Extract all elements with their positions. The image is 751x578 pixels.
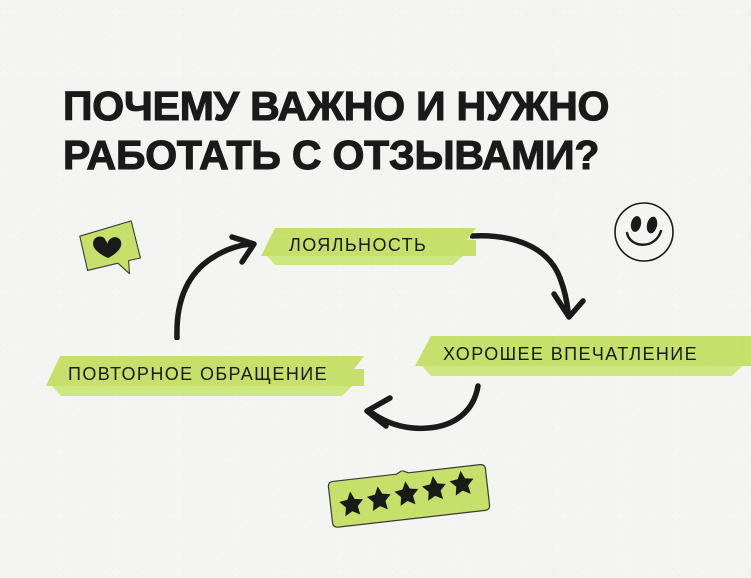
cycle-step-impression[interactable]: ХОРОШЕЕ ВПЕЧАТЛЕНИЕ	[415, 336, 751, 382]
curved-arrow-up-right-icon	[168, 232, 273, 341]
page-title-line-1: ПОЧЕМУ ВАЖНО И НУЖНО	[62, 82, 610, 129]
banner-under-strip	[52, 386, 352, 396]
five-stars-badge-icon	[323, 461, 494, 531]
curved-arrow-down-icon	[469, 232, 590, 332]
cycle-step-loyalty[interactable]: ЛОЯЛЬНОСТЬ	[261, 228, 489, 274]
cycle-step-label: ПОВТОРНОЕ ОБРАЩЕНИЕ	[68, 364, 328, 384]
banner-under-strip	[422, 366, 742, 376]
cycle-step-label: ХОРОШЕЕ ВПЕЧАТЛЕНИЕ	[443, 344, 699, 364]
smiley-face-icon	[612, 200, 676, 264]
page-title: ПОЧЕМУ ВАЖНО И НУЖНО РАБОТАТЬ С ОТЗЫВАМИ…	[62, 82, 703, 180]
heart-speech-bubble-icon	[76, 218, 145, 282]
banner-main-band	[261, 228, 476, 256]
banner-main-band	[46, 356, 364, 386]
banner-under-strip	[267, 256, 463, 265]
banner-main-band	[415, 336, 751, 366]
page-title-line-2: РАБОТАТЬ С ОТЗЫВАМИ?	[62, 131, 600, 178]
cycle-step-label: ЛОЯЛЬНОСТЬ	[289, 235, 428, 255]
curved-arrow-left-icon	[352, 382, 484, 444]
cycle-step-repeat[interactable]: ПОВТОРНОЕ ОБРАЩЕНИЕ	[46, 356, 376, 404]
